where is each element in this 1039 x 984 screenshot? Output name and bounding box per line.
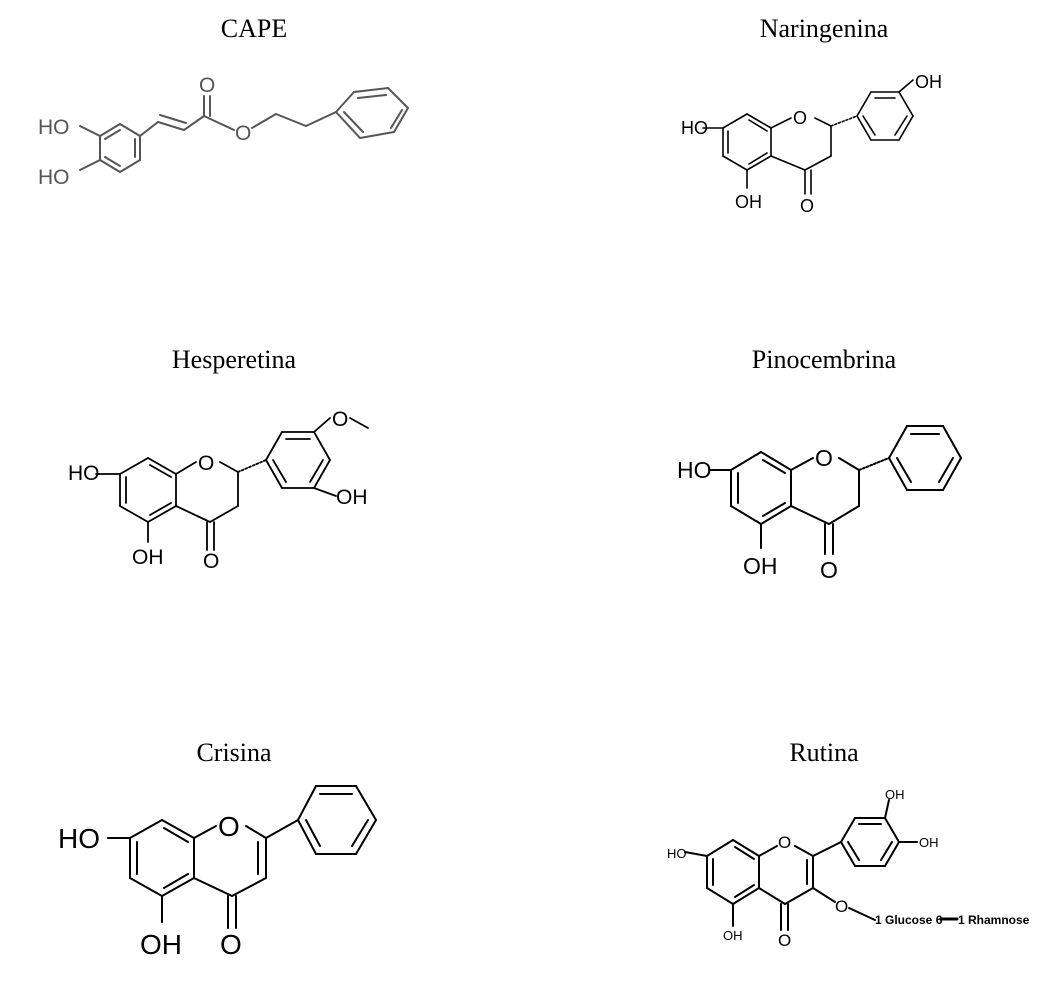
- structure-crisina: HO O OH O: [58, 785, 377, 960]
- structure-rutina: HO O OH OH OH O O 1 Glucose 6 1 Rhamnose: [667, 787, 1030, 950]
- label-hesperetina-carbonyl-o: O: [203, 550, 219, 573]
- label-naringenina-oh-top: OH: [915, 72, 942, 92]
- label-hesperetina-methoxy-o: O: [332, 408, 348, 431]
- label-rutina-ring-o: O: [778, 833, 791, 852]
- label-crisina-ring-o: O: [218, 811, 240, 842]
- label-cape-ho1: HO: [38, 116, 70, 139]
- compound-title-crisina: Crisina: [196, 738, 272, 767]
- label-naringenina-ring-o: O: [793, 108, 807, 128]
- label-pinocembrina-ring-o: O: [815, 445, 833, 471]
- label-hesperetina-ho: HO: [68, 462, 100, 485]
- label-rutina-oh2: OH: [919, 835, 939, 850]
- compound-title-hesperetina: Hesperetina: [171, 345, 297, 374]
- label-rutina-oh1: OH: [885, 787, 905, 802]
- compound-title-rutina: Rutina: [789, 738, 859, 767]
- label-hesperetina-oh-ring: OH: [336, 486, 368, 509]
- label-naringenina-oh: OH: [735, 192, 762, 212]
- label-crisina-oh: OH: [140, 929, 182, 960]
- structure-naringenina: HO O OH OH O: [681, 72, 942, 216]
- label-rutina-carbonyl-o: O: [778, 931, 791, 950]
- label-hesperetina-oh: OH: [132, 546, 164, 569]
- label-rutina-sugar2: 1 Rhamnose: [958, 913, 1030, 927]
- label-cape-ester-o: O: [235, 122, 251, 145]
- label-naringenina-ho: HO: [681, 118, 708, 138]
- label-rutina-glycoside-o: O: [835, 897, 848, 916]
- label-crisina-carbonyl-o: O: [220, 929, 242, 960]
- compound-title-naringenina: Naringenina: [759, 14, 889, 43]
- label-hesperetina-ring-o: O: [198, 452, 214, 475]
- label-cape-carbonyl-o: O: [199, 74, 215, 97]
- compound-title-pinocembrina: Pinocembrina: [751, 345, 897, 374]
- compound-title-cape: CAPE: [220, 14, 288, 43]
- label-rutina-ho: HO: [667, 846, 687, 861]
- structure-hesperetina: HO O O OH OH O: [68, 408, 369, 573]
- label-pinocembrina-ho: HO: [677, 457, 712, 483]
- label-pinocembrina-carbonyl-o: O: [820, 557, 838, 583]
- structure-pinocembrina: HO O OH O: [677, 425, 962, 583]
- label-cape-ho2: HO: [38, 166, 70, 189]
- label-pinocembrina-oh: OH: [743, 553, 778, 579]
- label-rutina-oh: OH: [723, 928, 743, 943]
- label-crisina-ho: HO: [58, 823, 100, 854]
- label-rutina-sugar1: 1 Glucose 6: [875, 913, 943, 927]
- label-naringenina-carbonyl-o: O: [800, 196, 814, 216]
- structure-cape: HO HO O O: [38, 74, 409, 189]
